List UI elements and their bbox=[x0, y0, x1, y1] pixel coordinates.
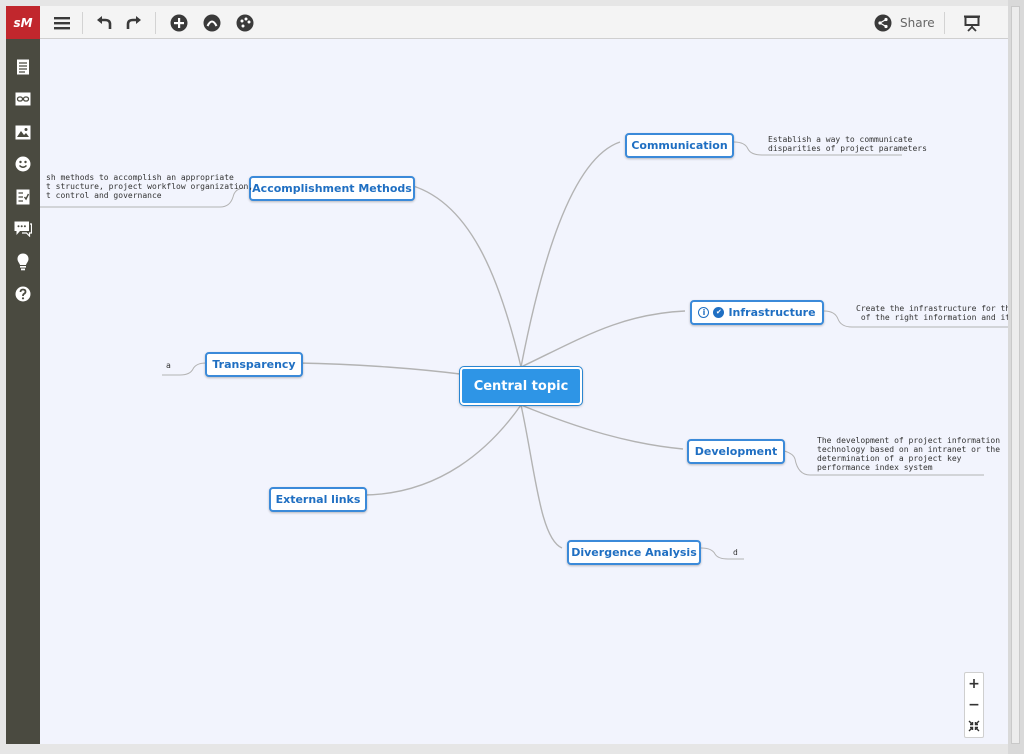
topic-label: External links bbox=[275, 493, 361, 506]
add-topic-icon bbox=[170, 14, 188, 32]
zoom-out-icon: − bbox=[968, 696, 980, 713]
link-development bbox=[520, 404, 684, 450]
link-infrastructure bbox=[520, 310, 686, 368]
note-development: The development of project information t… bbox=[817, 436, 1001, 472]
sidebar-item-image[interactable] bbox=[13, 122, 33, 142]
sidebar-item-comment[interactable] bbox=[13, 219, 33, 239]
topic-infrastructure[interactable]: i ✔ Infrastructure bbox=[690, 300, 824, 325]
style-button[interactable] bbox=[233, 11, 257, 35]
note-divergence-analysis: d bbox=[733, 548, 738, 557]
sidebar-item-emoji[interactable] bbox=[13, 154, 33, 174]
topic-divergence-analysis[interactable]: Divergence Analysis bbox=[567, 540, 701, 565]
info-icon: i bbox=[698, 307, 710, 318]
window-scrollbar[interactable] bbox=[1008, 0, 1024, 754]
topic-label: Transparency bbox=[212, 358, 296, 371]
topic-label: Communication bbox=[631, 139, 728, 152]
sidebar-item-notes[interactable] bbox=[13, 57, 33, 77]
relation-button[interactable] bbox=[200, 11, 224, 35]
topic-external-links[interactable]: External links bbox=[269, 487, 367, 512]
logo-text: sM bbox=[13, 15, 33, 30]
redo-button[interactable] bbox=[121, 11, 145, 35]
share-label: Share bbox=[900, 16, 935, 30]
relation-icon bbox=[203, 14, 221, 32]
sidebar-item-help[interactable] bbox=[13, 284, 33, 304]
central-topic-label: Central topic bbox=[473, 378, 569, 394]
comment-icon bbox=[14, 221, 32, 237]
central-topic-node[interactable]: Central topic bbox=[460, 367, 582, 405]
note-line-divergence bbox=[700, 547, 744, 560]
note-line-communication bbox=[733, 141, 902, 156]
mindmap-canvas[interactable]: Central topic Communication Establish a … bbox=[40, 39, 1008, 744]
notes-icon bbox=[17, 59, 29, 75]
link-accomplishment bbox=[405, 183, 522, 368]
toolbar-divider bbox=[155, 12, 156, 34]
link-communication bbox=[520, 141, 621, 368]
sidebar-item-idea[interactable] bbox=[13, 252, 33, 272]
toolbar-divider bbox=[82, 12, 83, 34]
link-icon bbox=[15, 92, 31, 106]
topic-label: Accomplishment Methods bbox=[252, 182, 412, 195]
note-line-infrastructure bbox=[823, 310, 1008, 328]
zoom-controls: + − bbox=[964, 672, 984, 738]
share-icon bbox=[874, 14, 892, 32]
app-logo[interactable]: sM bbox=[6, 6, 40, 39]
zoom-out-button[interactable]: − bbox=[965, 694, 983, 715]
topic-label: Infrastructure bbox=[728, 306, 816, 319]
zoom-in-button[interactable]: + bbox=[965, 673, 983, 694]
link-transparency bbox=[297, 362, 461, 375]
link-external bbox=[363, 404, 522, 496]
presentation-button[interactable] bbox=[960, 11, 984, 35]
toolbar-divider bbox=[944, 12, 945, 34]
note-line-transparency bbox=[162, 362, 207, 376]
undo-icon bbox=[97, 16, 112, 29]
task-icon bbox=[16, 189, 30, 205]
sidebar-item-task[interactable] bbox=[13, 187, 33, 207]
note-communication: Establish a way to communicate dispariti… bbox=[768, 135, 927, 153]
app-window: sM Share bbox=[6, 6, 1008, 744]
topic-development[interactable]: Development bbox=[687, 439, 785, 464]
topic-label: Divergence Analysis bbox=[571, 546, 697, 559]
fit-to-screen-button[interactable] bbox=[965, 715, 983, 736]
image-icon bbox=[15, 125, 31, 139]
top-toolbar: sM Share bbox=[6, 6, 1008, 39]
scrollbar-thumb[interactable] bbox=[1011, 6, 1020, 744]
note-infrastructure: Create the infrastructure for the supply… bbox=[856, 304, 1008, 322]
note-accomplishment-methods: sh methods to accomplish an appropriate … bbox=[46, 173, 254, 200]
undo-button[interactable] bbox=[93, 11, 117, 35]
sidebar-item-link[interactable] bbox=[13, 89, 33, 109]
share-button[interactable]: Share bbox=[874, 11, 935, 35]
note-line-accomplishment bbox=[40, 187, 246, 208]
menu-button[interactable] bbox=[50, 11, 74, 35]
idea-icon bbox=[17, 253, 29, 271]
palette-icon bbox=[236, 14, 254, 32]
redo-icon bbox=[126, 16, 141, 29]
topic-communication[interactable]: Communication bbox=[625, 133, 734, 158]
presentation-icon bbox=[964, 15, 980, 32]
connector-lines bbox=[40, 141, 1008, 560]
fit-screen-icon bbox=[968, 720, 980, 731]
help-icon bbox=[15, 286, 31, 302]
zoom-in-icon: + bbox=[968, 675, 980, 692]
hamburger-icon bbox=[54, 17, 70, 30]
left-sidebar bbox=[6, 39, 40, 744]
note-transparency: a bbox=[166, 361, 171, 370]
topic-label: Development bbox=[694, 445, 778, 458]
topic-transparency[interactable]: Transparency bbox=[205, 352, 303, 377]
topic-accomplishment-methods[interactable]: Accomplishment Methods bbox=[249, 176, 415, 201]
add-topic-button[interactable] bbox=[167, 11, 191, 35]
check-icon: ✔ bbox=[713, 307, 725, 318]
link-divergence bbox=[520, 404, 563, 549]
emoji-icon bbox=[15, 156, 31, 172]
